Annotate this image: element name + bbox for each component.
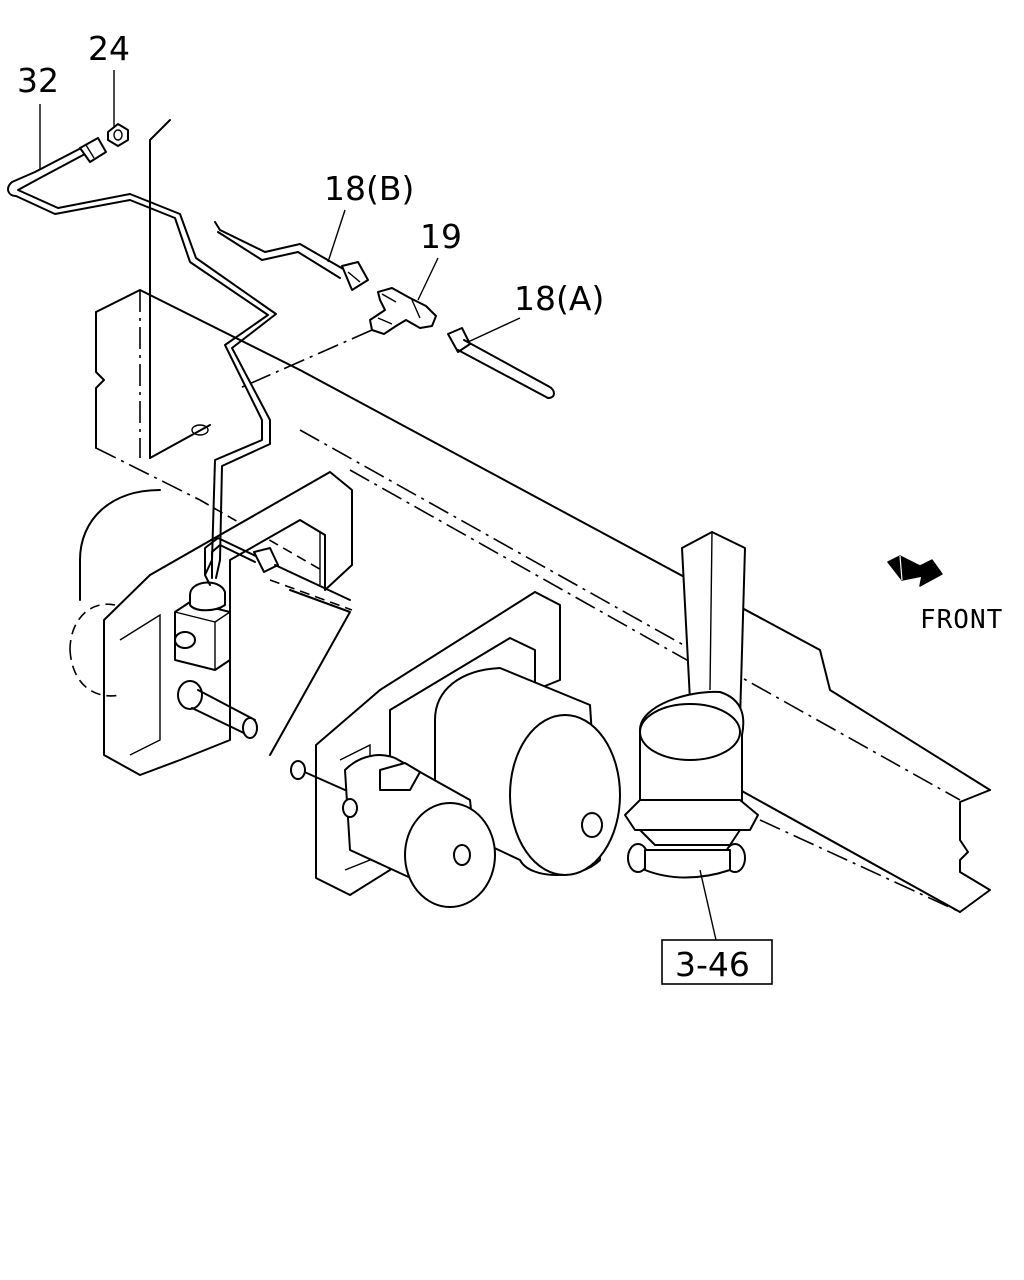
callout-18a: 18(A) (514, 279, 604, 318)
linkage (269, 579, 353, 756)
arrow-icon (887, 555, 943, 587)
callout-18b: 18(B) (324, 169, 414, 208)
left-air-tank (69, 489, 161, 697)
nut-24 (107, 123, 129, 147)
leader-lines (39, 70, 717, 941)
callout-32: 32 (17, 61, 59, 100)
tee-fitting-19 (369, 287, 437, 335)
pipe-18b (214, 221, 369, 291)
lower-pipe (204, 537, 351, 601)
callout-346: 3-46 (675, 945, 750, 984)
valve-block (174, 581, 258, 739)
callout-19: 19 (420, 217, 462, 256)
callout-346-box (661, 939, 773, 985)
front-label: FRONT (920, 605, 1003, 635)
pipe-32 (7, 137, 277, 586)
callout-24: 24 (88, 29, 130, 68)
bracket-plate (149, 119, 211, 459)
pipe-18a (447, 327, 555, 399)
air-dryer (624, 531, 759, 879)
centre-line-tee (239, 329, 373, 389)
brake-chamber (290, 754, 496, 908)
